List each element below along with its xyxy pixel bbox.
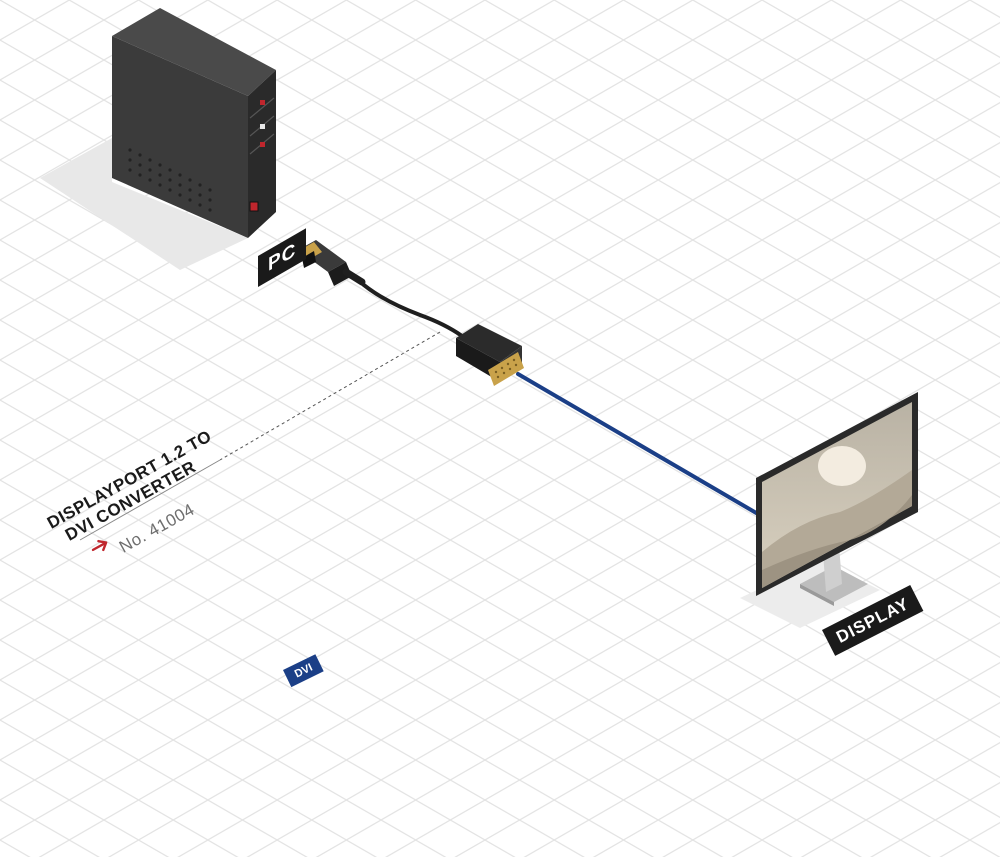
displayport-cable [298, 240, 464, 338]
displayport-to-dvi-adapter-icon [456, 324, 524, 386]
leader-line-solid [79, 459, 221, 541]
leader-line-dashed [219, 331, 441, 461]
pc-tower-icon [40, 8, 276, 270]
monitor-icon [740, 392, 918, 628]
arrow-icon [91, 539, 108, 552]
dvi-cable [516, 372, 760, 516]
